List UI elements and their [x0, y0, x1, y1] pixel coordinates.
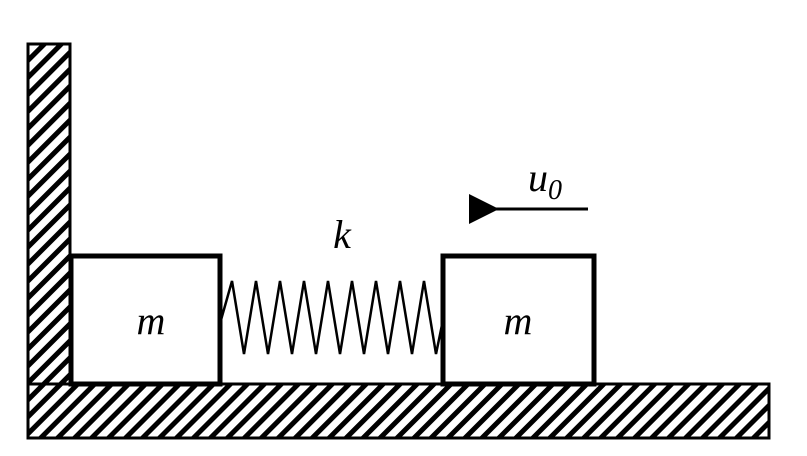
right-mass-block	[440, 253, 597, 387]
right-mass-label: m	[504, 298, 533, 343]
left-mass-block	[68, 253, 223, 387]
velocity-label: u0	[528, 155, 562, 206]
spring	[219, 280, 445, 355]
velocity-subscript: 0	[548, 175, 562, 206]
floor	[26, 382, 771, 440]
left-wall	[26, 42, 72, 388]
spring-constant-label: k	[333, 212, 352, 257]
left-mass-label: m	[137, 298, 166, 343]
velocity-symbol: u	[528, 155, 548, 200]
